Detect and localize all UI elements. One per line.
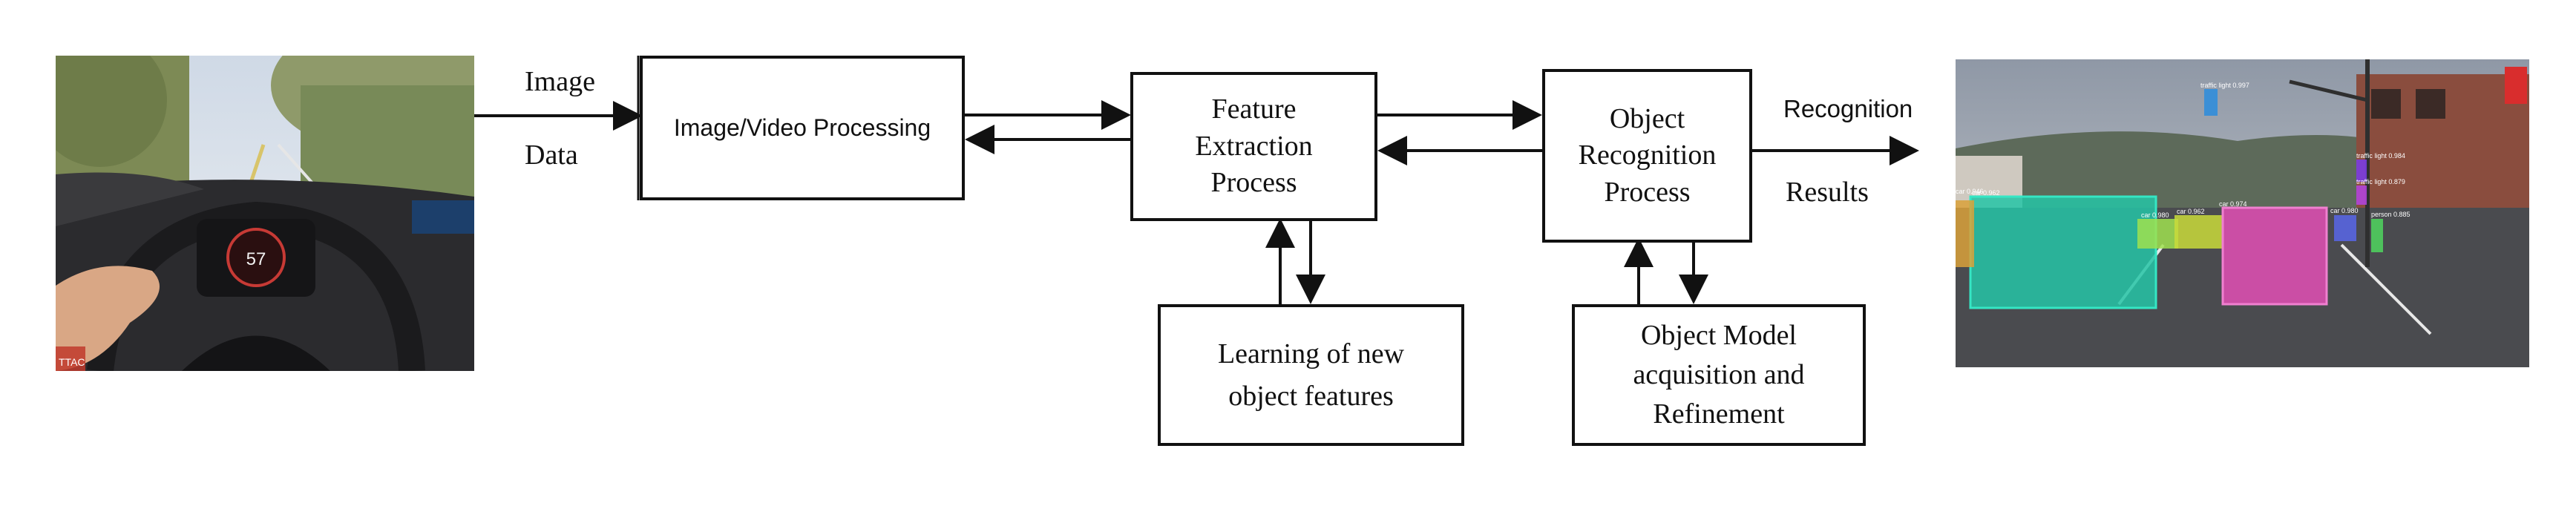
detection-label: traffic light 0.984	[2356, 152, 2405, 160]
edge-label-results: Results	[1786, 177, 1869, 208]
edge-label-data: Data	[525, 139, 578, 171]
recognition-box-line-1: Object	[1609, 102, 1685, 134]
feature-extraction-box: Feature Extraction Process	[1130, 72, 1377, 221]
learning-box-line-2: object features	[1228, 380, 1394, 412]
detection-label: car 0.962	[2177, 208, 2205, 215]
object-recognition-box: Object Recognition Process	[1542, 69, 1752, 243]
processing-box: Image/Video Processing	[640, 56, 965, 200]
model-box-line-1: Object Model	[1640, 319, 1797, 351]
model-box-line-2: acquisition and	[1633, 358, 1805, 390]
edge-label-image: Image	[525, 66, 595, 97]
model-box-line-3: Refinement	[1653, 398, 1785, 430]
processing-box-label: Image/Video Processing	[673, 114, 931, 141]
detection-label: car 0.974	[2219, 200, 2247, 208]
recognition-box-line-3: Process	[1604, 176, 1691, 208]
feature-box-line-3: Process	[1210, 167, 1297, 199]
learning-box-line-1: Learning of new	[1217, 338, 1405, 369]
dashcam-input-photo: 57 TTAC	[56, 56, 474, 371]
object-model-box: Object Model acquisition and Refinement	[1572, 304, 1866, 446]
detection-label: traffic light 0.997	[2200, 82, 2249, 89]
detection-label: car 0.962	[1972, 189, 2000, 197]
recognition-box-line-2: Recognition	[1578, 139, 1717, 171]
photo-watermark: TTAC	[59, 356, 85, 368]
speed-readout: 57	[246, 249, 266, 269]
detection-label: traffic light 0.879	[2356, 178, 2405, 185]
detection-label: person 0.885	[2371, 211, 2411, 218]
detection-label: car 0.946	[1956, 188, 1984, 195]
detection-label: car 0.980	[2330, 207, 2359, 214]
feature-box-line-1: Feature	[1211, 93, 1297, 125]
detection-label: car 0.980	[2141, 211, 2169, 219]
edge-label-recognition: Recognition	[1783, 95, 1913, 122]
learning-features-box: Learning of new object features	[1158, 304, 1464, 446]
feature-box-line-2: Extraction	[1195, 130, 1313, 162]
